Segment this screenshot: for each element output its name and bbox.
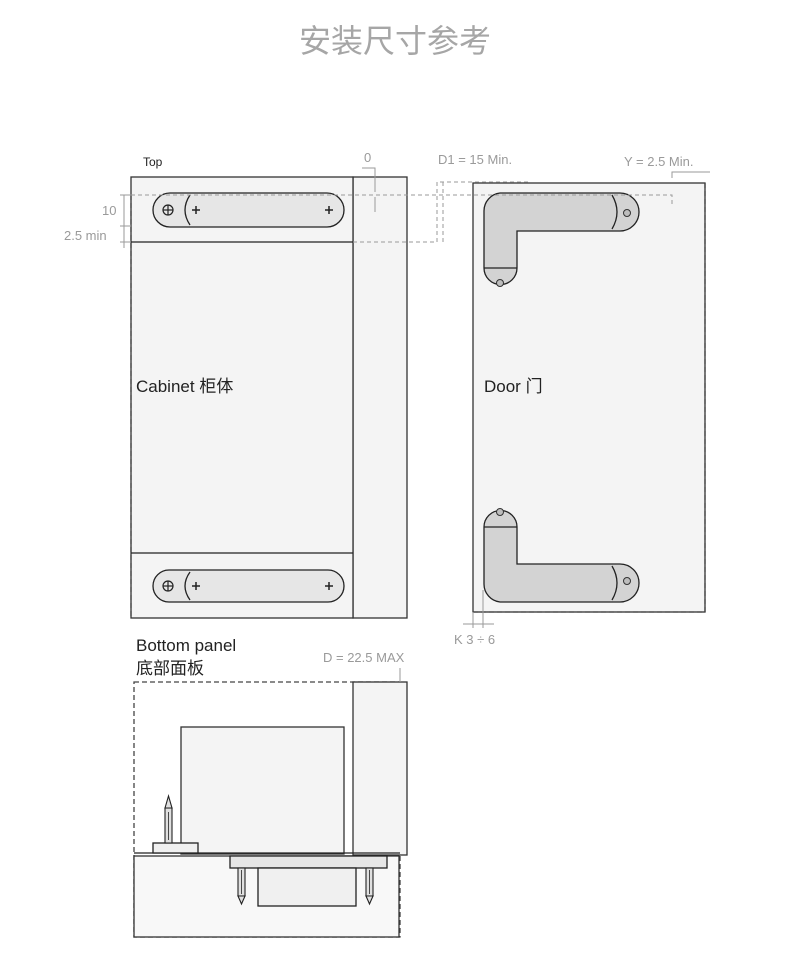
crosshair-icon (162, 580, 174, 592)
screw-icon (623, 209, 631, 217)
bottom-panel-view: Bottom panel 底部面板 D = 22.5 MAX (133, 636, 408, 938)
hinge-arm-shape (483, 509, 640, 603)
dimension-lines-top: 0 D1 = 15 Min. Y = 2.5 Min. 10 2.5 min K… (64, 150, 710, 647)
door-label: Door 门 (484, 377, 543, 396)
dim-d: D = 22.5 MAX (323, 650, 405, 665)
screw-icon (496, 279, 504, 287)
top-label: Top (143, 155, 163, 169)
screw-icon (164, 794, 173, 844)
cabinet-body (130, 176, 354, 619)
plus-icon (325, 582, 333, 590)
hinge-arm-bottom (483, 508, 640, 603)
screw-icon (623, 577, 631, 585)
screw-icon (237, 867, 246, 906)
foot-plate (152, 842, 199, 854)
screw-icon (496, 508, 504, 516)
hinge-arm-shape (483, 192, 640, 286)
dim-zero: 0 (364, 150, 371, 165)
hinge-cup-section (257, 867, 357, 907)
dim-d1: D1 = 15 Min. (438, 152, 512, 167)
cabinet-view: Top Cabinet 柜体 (130, 155, 408, 619)
side-panel-bottom (352, 681, 408, 856)
plus-icon (192, 582, 200, 590)
mounting-plate-section (229, 855, 388, 869)
page-title: 安装尺寸参考 (299, 22, 491, 60)
bottom-panel-label-cn: 底部面板 (136, 659, 204, 678)
hinge-arm-top (483, 192, 640, 287)
mounting-plate-bottom (152, 569, 345, 603)
cabinet-side-panel (352, 176, 408, 619)
door-view: Door 门 (472, 182, 706, 613)
mounting-plate-top (152, 192, 345, 228)
dim-ten: 10 (102, 203, 116, 218)
plus-icon (325, 206, 333, 214)
plate-slot (152, 192, 345, 228)
crosshair-icon (162, 204, 174, 216)
dim-two-five-min: 2.5 min (64, 228, 107, 243)
bottom-panel-label-en: Bottom panel (136, 636, 236, 655)
hinge-body-box (180, 726, 345, 855)
dim-y: Y = 2.5 Min. (624, 154, 694, 169)
plus-icon (192, 206, 200, 214)
screw-icon (365, 867, 374, 906)
plate-slot (152, 569, 345, 603)
dim-k: K 3 ÷ 6 (454, 632, 495, 647)
cabinet-label: Cabinet 柜体 (136, 377, 233, 396)
